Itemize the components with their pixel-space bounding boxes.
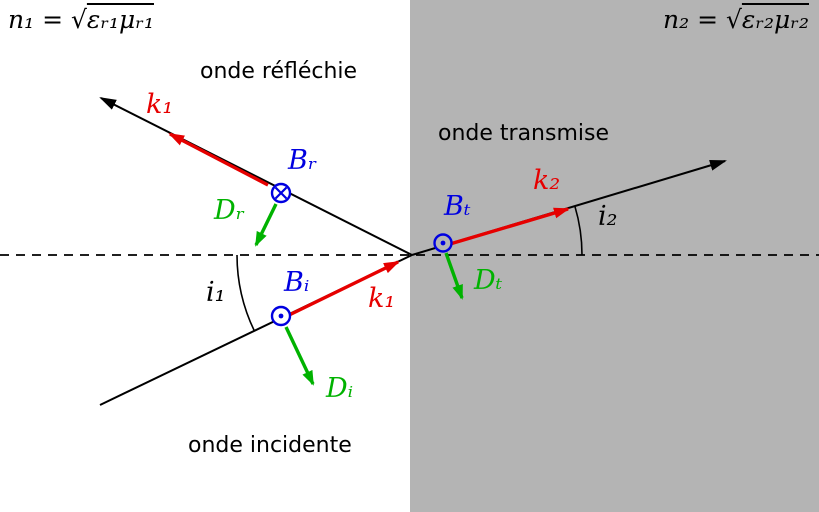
b-reflected-cross-2 (274, 186, 288, 200)
b-reflected-symbol (270, 182, 292, 204)
k1-incident-vector (282, 260, 400, 320)
d-transmitted-vector (444, 252, 464, 300)
angle-arc-i2 (574, 206, 583, 256)
b-incident-dot (278, 313, 284, 319)
angle-arc-i1 (236, 254, 256, 332)
reflected-ray (99, 97, 413, 256)
d-reflected-vector (254, 203, 278, 247)
d-incident-vector (284, 326, 315, 386)
k2-transmitted-vector (449, 207, 570, 246)
b-transmitted-dot (440, 240, 446, 246)
b-transmitted-symbol (433, 233, 453, 253)
b-incident-symbol (270, 305, 292, 327)
medium2-region (410, 0, 819, 512)
k1-reflected-vector (168, 132, 269, 187)
